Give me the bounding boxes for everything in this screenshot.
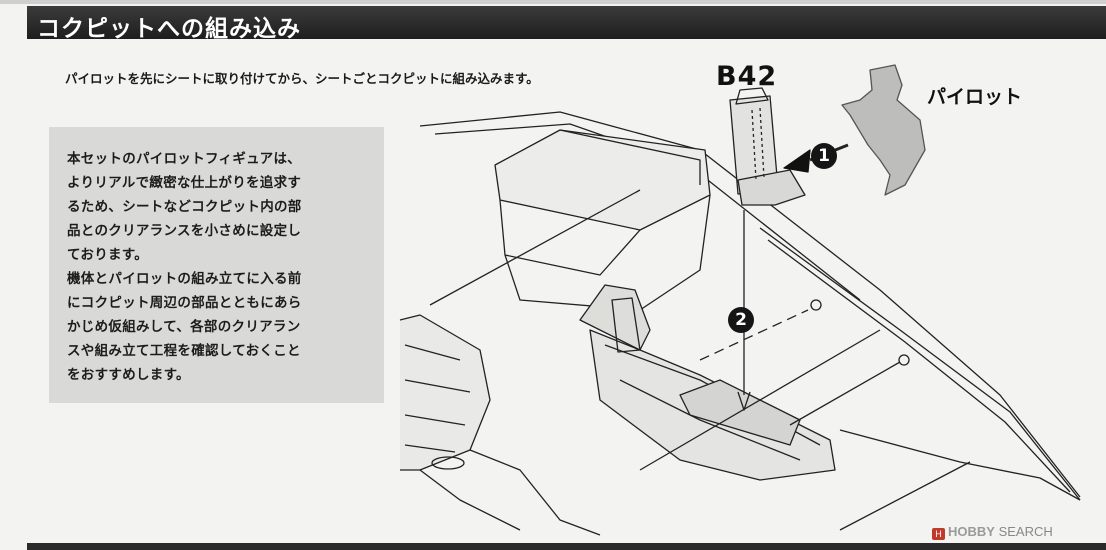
guide-line-4 (789, 361, 901, 426)
guide-line-3 (699, 309, 809, 361)
note-line: よりリアルで緻密な仕上がりを追求す (67, 175, 302, 191)
note-line: スや組み立て工程を確認しておくこと (67, 343, 301, 359)
canopy-frame-edge (759, 227, 1081, 501)
hobby-search-logo-icon: H (932, 528, 945, 540)
caution-note-box: 本セットのパイロットフィギュアは、 よりリアルで緻密な仕上がりを追求す るため、… (49, 127, 384, 403)
top-strip (0, 0, 1106, 4)
cockpit-console (679, 379, 801, 446)
step-1-badge: 1 (811, 143, 837, 169)
note-line: 本セットのパイロットフィギュアは、 (67, 151, 302, 167)
step-2-badge: 2 (728, 307, 754, 333)
installed-seat (611, 297, 641, 353)
fuselage-upper-line (419, 111, 1081, 498)
note-line: るため、シートなどコクピット内の部 (67, 199, 302, 215)
watermark-brand: HOBBY (948, 524, 995, 539)
ejection-seat-headrest (735, 87, 769, 105)
section-title: コクピットへの組み込み (37, 16, 301, 42)
ejection-seat-cushion (737, 169, 806, 206)
intro-instruction: パイロットを先にシートに取り付けてから、シートごとコクピットに組み込みます。 (65, 71, 539, 86)
note-line: 機体とパイロットの組み立てに入る前 (67, 271, 302, 287)
note-line: 品とのクリアランスを小さめに設定し (67, 223, 302, 239)
wing-leading (469, 449, 601, 536)
bottom-bar (27, 543, 1106, 550)
aft-fuselage-block (494, 129, 711, 231)
panel-ellipse (431, 456, 465, 470)
spine-rail (559, 129, 701, 185)
note-line: ております。 (67, 247, 149, 263)
aft-fuselage-panel (499, 199, 641, 276)
pilot-arrowhead (783, 149, 811, 173)
attach-peg-1 (810, 299, 822, 311)
part-number-label: B42 (716, 61, 778, 92)
canopy-frame-inner (767, 239, 1071, 493)
note-line: かじめ仮組みして、各部のクリアラン (67, 319, 301, 335)
watermark-suffix: SEARCH (998, 524, 1053, 539)
pilot-label: パイロット (927, 86, 1023, 108)
pilot-figure (841, 64, 926, 196)
guide-line-1 (429, 189, 641, 306)
canopy-lower-edge (839, 429, 1081, 501)
section-header: コクピットへの組み込み (27, 6, 1106, 42)
note-line: にコクピット周辺の部品とともにあら (67, 295, 302, 311)
fuselage-lower-left (419, 469, 521, 531)
note-line: をおすすめします。 (67, 367, 190, 383)
attach-peg-2 (898, 354, 910, 366)
guide-line-2 (639, 329, 881, 471)
guide-line-5 (839, 461, 971, 531)
intake-ribs (404, 344, 471, 453)
